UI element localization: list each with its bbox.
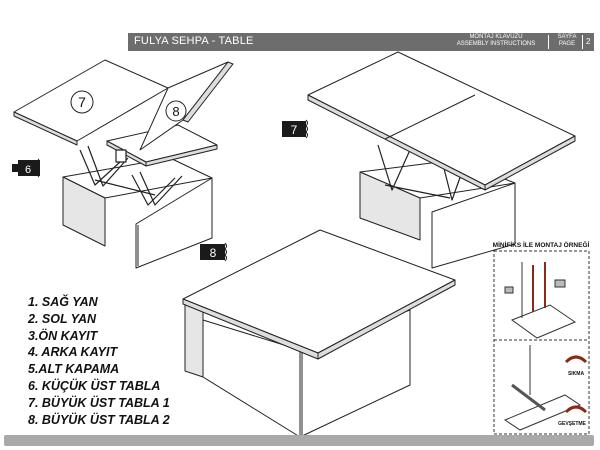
part-item: 6. KÜÇÜK ÜST TABLA xyxy=(28,378,161,393)
part-item: 8. BÜYÜK ÜST TABLA 2 xyxy=(28,412,170,427)
part-7-label: 7 xyxy=(78,94,86,110)
part-item: 7. BÜYÜK ÜST TABLA 1 xyxy=(28,395,170,410)
table-step-open xyxy=(13,59,234,269)
header-divider xyxy=(548,35,549,49)
parts-list: 1. SAĞ YAN 2. SOL YAN 3.ÖN KAYIT 4. ARKA… xyxy=(28,294,170,428)
arrow-7-label: 7 xyxy=(291,123,298,137)
page-label-tr: SAYFA xyxy=(557,34,577,40)
tighten-label: SIKMA xyxy=(568,371,585,377)
part-7-circle xyxy=(70,90,94,114)
document-title: FULYA SEHPA - TABLE xyxy=(134,35,254,47)
manual-label-tr: MONTAJ KLAVUZU xyxy=(469,34,523,40)
page-label-en: PAGE xyxy=(558,41,576,47)
part-item: 5.ALT KAPAMA xyxy=(28,362,120,377)
table-step-closed xyxy=(182,229,456,438)
manual-label-en: ASSEMBLY INSTRUCTIONS xyxy=(456,41,536,47)
part-8-circle xyxy=(165,100,187,122)
part-item: 3.ÖN KAYIT xyxy=(28,328,98,343)
header-bar: FULYA SEHPA - TABLE MONTAJ KLAVUZU ASSEM… xyxy=(128,33,594,51)
arrow-8-label: 8 xyxy=(210,246,217,260)
arrow-6 xyxy=(12,158,40,178)
page-number: 2 xyxy=(586,37,591,46)
arrow-7 xyxy=(282,119,308,139)
minifix-detail-box xyxy=(493,250,590,435)
part-item: 2. SOL YAN xyxy=(28,311,97,326)
table-step-extended xyxy=(307,51,576,269)
detail-title: MİNİFİKS İLE MONTAJ ÖRNEĞİ xyxy=(493,240,590,249)
page-label: SAYFA PAGE xyxy=(553,34,581,48)
part-item: 4. ARKA KAYIT xyxy=(28,345,118,360)
manual-label: MONTAJ KLAVUZU ASSEMBLY INSTRUCTIONS xyxy=(446,34,546,48)
header-divider xyxy=(582,35,583,49)
arrow-8 xyxy=(200,242,227,262)
loosen-label: GEVŞETME xyxy=(558,421,586,427)
arrow-6-label: 6 xyxy=(25,164,31,176)
part-8-label: 8 xyxy=(172,104,179,119)
part-item: 1. SAĞ YAN xyxy=(28,295,98,309)
footer-bar xyxy=(4,435,594,446)
